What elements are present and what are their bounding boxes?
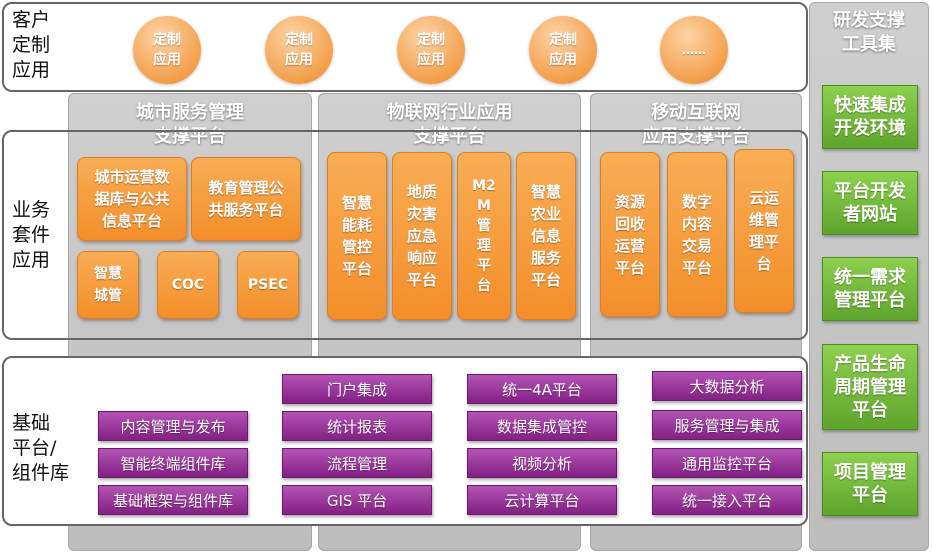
resource-recycling-box: 资源 回收 运营 平台: [600, 152, 660, 317]
content-mgmt-box: 内容管理与发布: [98, 411, 248, 441]
more-apps-circle: ……: [660, 16, 728, 84]
business-row-frame: [2, 130, 808, 340]
smart-city-mgmt-box: 智慧 城管: [77, 251, 139, 319]
smart-energy-box: 智慧 能耗 管控 平台: [327, 152, 387, 320]
data-integration-box: 数据集成管控: [467, 411, 617, 441]
statistics-report-box: 统计报表: [282, 411, 432, 441]
business-row-label: 业务 套件 应用: [12, 199, 51, 271]
rapid-dev-env-box: 快速集成 开发环境: [822, 85, 918, 149]
video-analysis-box: 视频分析: [467, 448, 617, 478]
customer-row-label: 客户 定制 应用: [12, 9, 51, 81]
psec-box: PSEC: [237, 251, 299, 319]
process-mgmt-box: 流程管理: [282, 448, 432, 478]
base-row-label: 基础 平台/ 组件库: [12, 412, 70, 484]
smart-terminal-lib-box: 智能终端组件库: [98, 448, 248, 478]
gis-platform-box: GIS 平台: [282, 485, 432, 515]
base-framework-box: 基础框架与组件库: [98, 485, 248, 515]
digital-content-box: 数字 内容 交易 平台: [667, 152, 727, 317]
custom-app-circle: 定制 应用: [529, 16, 597, 84]
project-mgmt-box: 项目管理 平台: [822, 452, 918, 516]
education-service-box: 教育管理公 共服务平台: [191, 157, 301, 241]
custom-app-circle: 定制 应用: [397, 16, 465, 84]
service-mgmt-box: 服务管理与集成: [652, 410, 802, 440]
big-data-box: 大数据分析: [652, 371, 802, 401]
monitoring-platform-box: 通用监控平台: [652, 448, 802, 478]
m2m-mgmt-box: M2 M 管 理 平 台: [457, 152, 511, 320]
cloud-ops-box: 云运 维管 理平 台: [734, 149, 794, 313]
portal-integration-box: 门户集成: [282, 374, 432, 404]
cloud-computing-box: 云计算平台: [467, 485, 617, 515]
geo-disaster-box: 地质 灾害 应急 响应 平台: [392, 152, 452, 320]
custom-app-circle: 定制 应用: [265, 16, 333, 84]
custom-app-circle: 定制 应用: [133, 16, 201, 84]
tools-column-title: 研发支撑 工具集: [833, 10, 905, 55]
smart-agriculture-box: 智慧 农业 信息 服务 平台: [516, 152, 576, 320]
unified-4a-box: 统一4A平台: [467, 374, 617, 404]
developer-site-box: 平台开发 者网站: [822, 171, 918, 235]
plm-box: 产品生命 周期管理 平台: [822, 344, 918, 430]
requirements-mgmt-box: 统一需求 管理平台: [822, 257, 918, 321]
coc-box: COC: [157, 251, 219, 319]
city-operations-database-box: 城市运营数 据库与公共 信息平台: [77, 157, 187, 241]
unified-access-box: 统一接入平台: [652, 485, 802, 515]
